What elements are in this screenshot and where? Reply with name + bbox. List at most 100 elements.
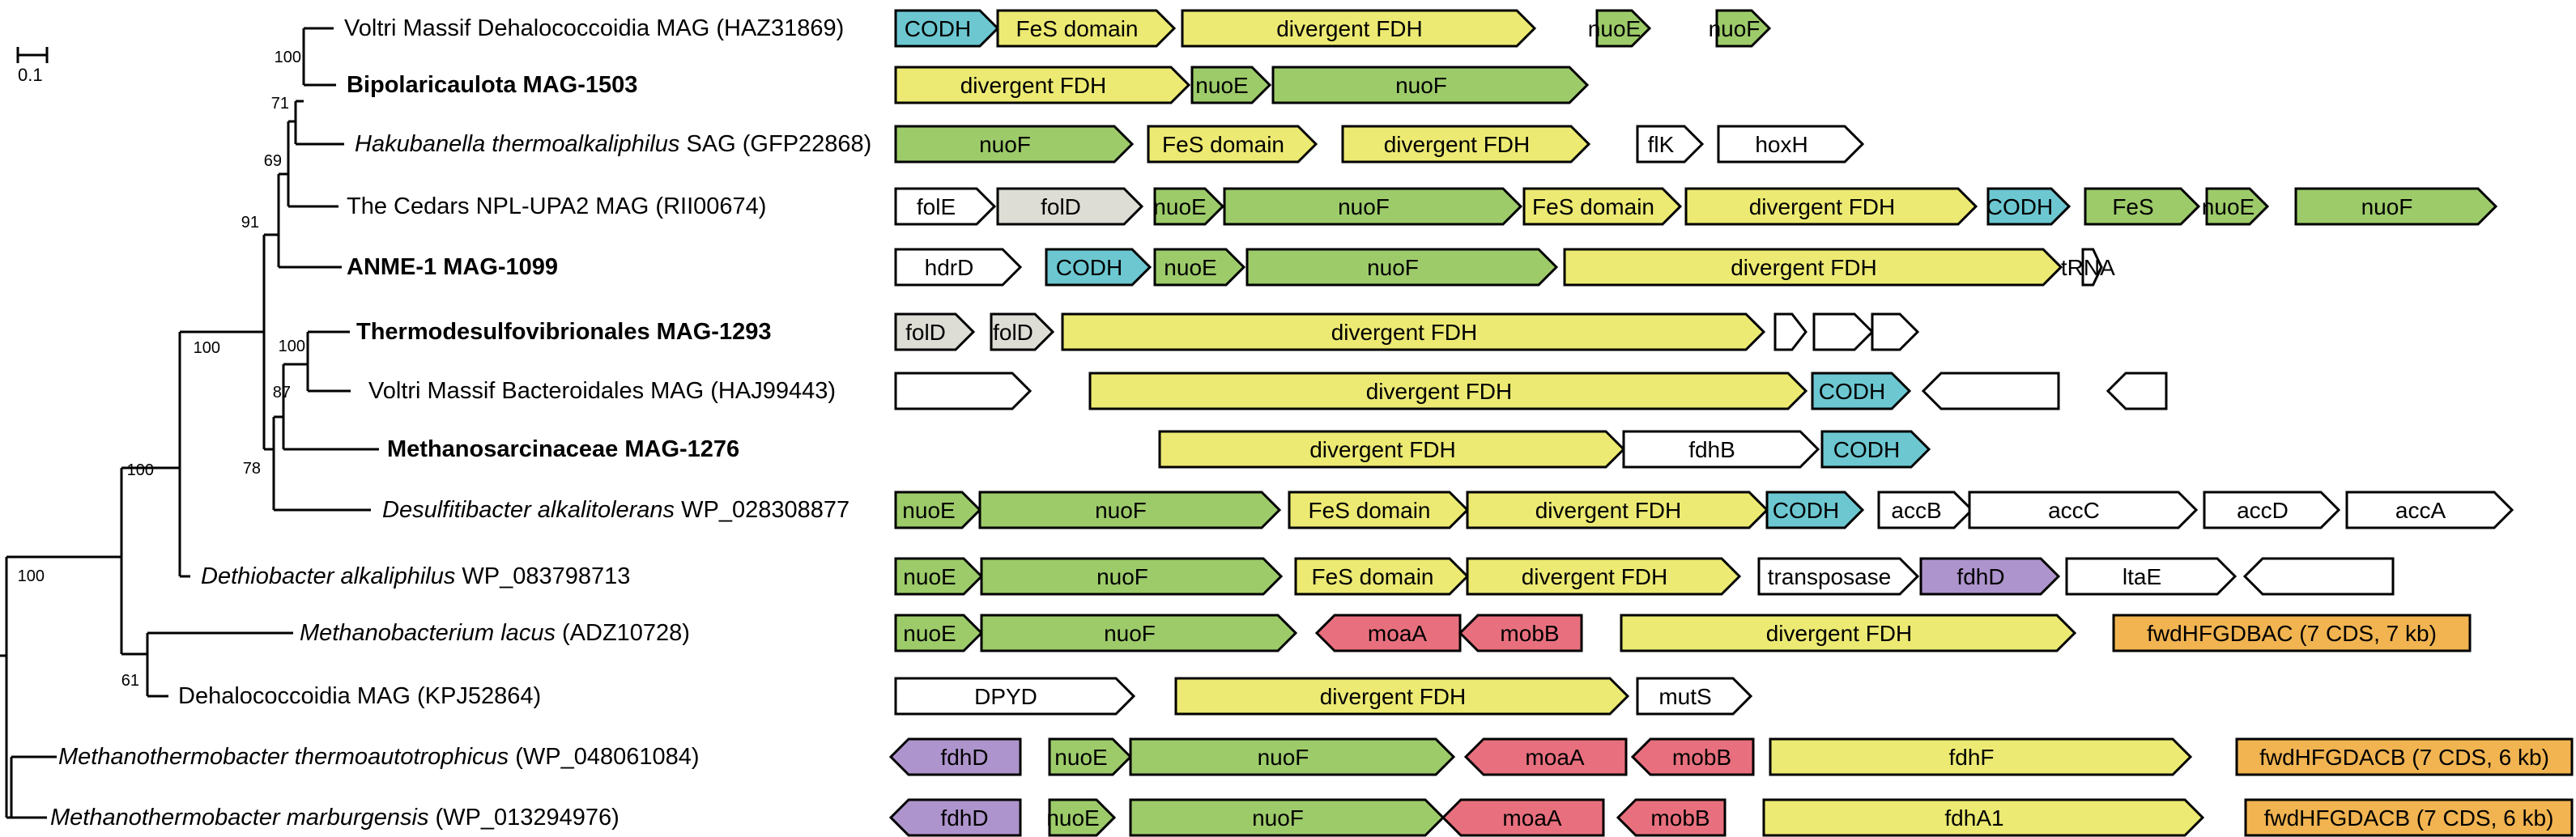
gene-arrow [2106, 372, 2168, 410]
gene-label: divergent FDH [1276, 16, 1423, 41]
tree-branch [0, 557, 8, 818]
gene-label: nuoE [1054, 745, 1107, 770]
gene-label: folD [905, 320, 946, 345]
gene-arrow [1820, 430, 1931, 469]
gene-arrow [1684, 187, 1978, 226]
gene-arrow [894, 614, 984, 652]
gene-label: nuoF [979, 132, 1031, 157]
gene-label: hoxH [1755, 132, 1807, 157]
gene-label: divergent FDH [960, 73, 1107, 98]
gene-arrow [888, 737, 1022, 776]
tree-branch [274, 364, 379, 451]
gene-arrow [1190, 66, 1272, 104]
gene-arrow [1341, 125, 1591, 164]
bootstrap-value: 71 [271, 95, 289, 113]
bootstrap-value: 69 [264, 152, 282, 170]
taxon-label: Desulfitibacter alkalitolerans WP_028308… [382, 497, 849, 523]
tree-branch [6, 755, 57, 819]
gene-label: CODH [1056, 255, 1122, 280]
tree-branch [279, 121, 338, 208]
gene-arrow [894, 187, 997, 226]
gene-arrow [894, 372, 1033, 410]
gene-label: nuoE [903, 621, 956, 646]
gene-label: FeS [2112, 194, 2153, 219]
gene-label: DPYD [974, 684, 1037, 709]
gene-label: accA [2395, 498, 2446, 523]
gene-arrow [980, 557, 1284, 596]
gene-label: fwdHFGDACB (7 CDS, 6 kb) [2264, 805, 2554, 831]
gene-arrow [1717, 125, 1865, 164]
taxon-label: Methanobacterium lacus (ADZ10728) [300, 620, 690, 646]
taxon-label: Bipolaricaulota MAG-1503 [347, 72, 637, 98]
gene-label: divergent FDH [1366, 379, 1513, 404]
gene-arrow [2235, 737, 2574, 776]
gene-label: folD [993, 320, 1033, 345]
gene-arrow [2112, 614, 2472, 652]
gene-label: folD [1041, 194, 1081, 219]
gene-label: fdhF [1948, 745, 1994, 770]
gene-arrow [1563, 248, 2063, 287]
gene-label: fdhA1 [1944, 805, 2003, 831]
gene-arrow [1294, 557, 1470, 596]
gene-label: CODH [1773, 498, 1839, 523]
bootstrap-value: 61 [121, 672, 139, 690]
gene-label: mobB [1672, 745, 1731, 770]
gene-arrow [2065, 557, 2238, 596]
taxon-label: Methanothermobacter thermoautotrophicus … [58, 744, 700, 770]
gene-arrow [1147, 125, 1318, 164]
gene-label: nuoF [1095, 498, 1147, 523]
gene-arrow [1620, 614, 2077, 652]
gene-label: nuoE [1588, 16, 1641, 41]
tree-branch [296, 27, 336, 103]
gene-label: fdhB [1688, 437, 1735, 462]
gene-arrow [990, 312, 1055, 351]
gene-arrow [1153, 248, 1246, 287]
gene-arrow [2081, 248, 2103, 287]
gene-arrow [1181, 9, 1537, 48]
gene-arrow [1463, 737, 1628, 776]
tree-branch [121, 631, 293, 698]
gene-arrow [1765, 491, 1865, 529]
bootstrap-value: 100 [275, 49, 301, 66]
gene-arrow [888, 798, 1022, 837]
gene-arrow [1271, 66, 1590, 104]
gene-arrow [1812, 312, 1875, 351]
gene-label: FeS domain [1532, 194, 1654, 219]
gene-arrow [2203, 491, 2341, 529]
gene-label: nuoE [2202, 194, 2255, 219]
gene-label: fwdHFGDACB (7 CDS, 6 kb) [2259, 745, 2549, 770]
gene-arrow [2294, 187, 2498, 226]
gene-arrow [1245, 248, 1559, 287]
gene-label: accC [2048, 498, 2100, 523]
gene-arrow [1223, 187, 1523, 226]
gene-arrow [2244, 798, 2574, 837]
gene-arrow [1877, 491, 1974, 529]
gene-label: divergent FDH [1320, 684, 1467, 709]
taxon-label: Hakubanella thermoalkaliphilus SAG (GFP2… [355, 131, 871, 157]
gene-label: mobB [1650, 805, 1710, 831]
gene-label: CODH [1833, 437, 1900, 462]
scale-bar: 0.1 [16, 47, 49, 85]
taxon-label: Dehalococcoidia MAG (KPJ52864) [178, 683, 541, 709]
gene-arrow [2345, 491, 2514, 529]
gene-label: flK [1648, 132, 1675, 157]
gene-label: moaA [1368, 621, 1427, 646]
gene-arrow [894, 491, 982, 529]
gene-label: accD [2237, 498, 2289, 523]
gene-arrow [2205, 187, 2270, 226]
gene-arrow [1458, 614, 1583, 652]
gene-arrow [1129, 737, 1456, 776]
gene-arrow [996, 9, 1177, 48]
gene-arrow [978, 491, 1282, 529]
gene-label: FeS domain [1312, 564, 1434, 589]
gene-arrow [1636, 677, 1753, 716]
gene-label: divergent FDH [1535, 498, 1682, 523]
